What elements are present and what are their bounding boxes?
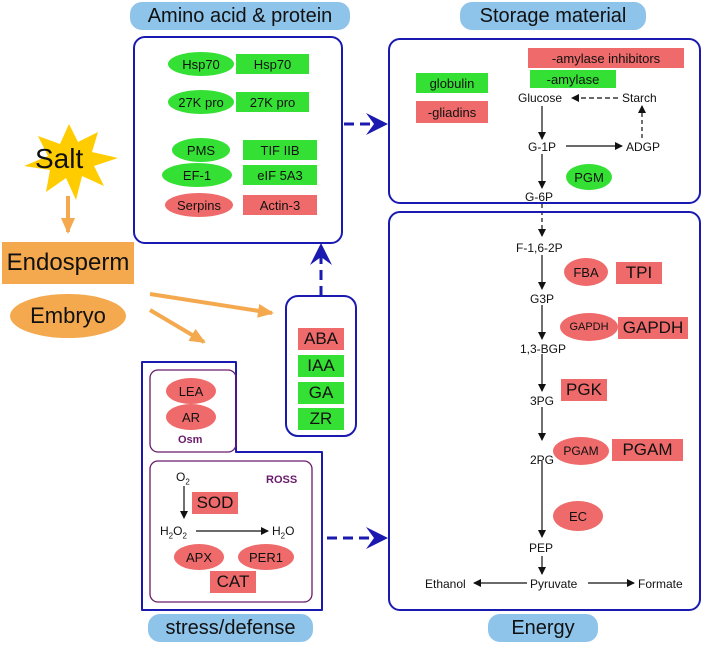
stress-defense-title: stress/defense bbox=[148, 614, 313, 642]
pgam-embryo-ellipse: PGAM bbox=[553, 437, 609, 465]
g1p-label: G-1P bbox=[528, 140, 557, 154]
tif-iib-box: TIF IIB bbox=[243, 140, 317, 160]
pyruvate-label: Pyruvate bbox=[530, 577, 578, 591]
hsp70-endosperm-box: Hsp70 bbox=[236, 54, 309, 74]
storage-material-panel bbox=[388, 38, 701, 204]
ec-ellipse: EC bbox=[553, 501, 603, 531]
gapdh-endosperm-box: GAPDH bbox=[618, 317, 688, 339]
pgm-ellipse: PGM bbox=[566, 164, 612, 190]
hsp70-embryo-ellipse: Hsp70 bbox=[168, 52, 234, 76]
cat-box: CAT bbox=[210, 571, 256, 593]
globulin-box: globulin bbox=[416, 73, 488, 93]
amino-acid-protein-panel bbox=[133, 36, 343, 244]
h2o-o: O bbox=[285, 524, 295, 538]
starch-label: Starch bbox=[622, 91, 657, 105]
stress-panel-outline bbox=[141, 361, 323, 611]
o2-letter: O bbox=[176, 470, 186, 484]
pgam-endosperm-box: PGAM bbox=[612, 439, 683, 461]
f16-2p-label: F-1,6-2P bbox=[516, 241, 563, 255]
ar-ellipse: AR bbox=[166, 404, 216, 430]
h2o2-h: H bbox=[160, 524, 169, 538]
o2-label: O2 bbox=[176, 470, 190, 486]
tpi-box: TPI bbox=[616, 262, 662, 284]
o2-subscript: 2 bbox=[185, 477, 190, 487]
pep-label: PEP bbox=[529, 541, 554, 555]
lea-ellipse: LEA bbox=[166, 378, 216, 404]
serpins-ellipse: Serpins bbox=[165, 193, 233, 217]
per1-ellipse: PER1 bbox=[238, 544, 294, 570]
energy-panel bbox=[388, 211, 701, 611]
h2o-label: H2O bbox=[272, 524, 294, 540]
embryo-to-hormone-arrow bbox=[149, 292, 274, 318]
g3p-label: G3P bbox=[530, 292, 555, 306]
eif-5a3-box: eIF 5A3 bbox=[243, 165, 317, 185]
ross-label: ROSS bbox=[266, 474, 298, 486]
osm-box bbox=[149, 369, 237, 453]
zr-box: ZR bbox=[298, 408, 344, 430]
actin3-box: Actin-3 bbox=[243, 195, 317, 215]
27k-pro-embryo-ellipse: 27K pro bbox=[168, 90, 234, 114]
h2o-h: H bbox=[272, 524, 281, 538]
gliadins-box: -gliadins bbox=[416, 101, 488, 123]
3pg-label: 3PG bbox=[530, 394, 555, 408]
fba-ellipse: FBA bbox=[564, 258, 608, 286]
h2o2-sub-1: 2 bbox=[168, 531, 174, 541]
embryo-to-stress-arrow bbox=[148, 308, 206, 344]
amino-acid-protein-title: Amino acid & protein bbox=[130, 2, 350, 30]
salt-burst-shape bbox=[24, 124, 118, 200]
apx-ellipse: APX bbox=[174, 544, 224, 570]
ross-box bbox=[149, 460, 313, 603]
endosperm-label: Endosperm bbox=[6, 249, 130, 276]
osm-label: Osm bbox=[178, 434, 203, 446]
g6p-label: G-6P bbox=[525, 190, 554, 204]
h2o2-label: H2O2 bbox=[160, 524, 187, 540]
gapdh-embryo-ellipse: GAPDH bbox=[560, 313, 618, 341]
formate-label: Formate bbox=[638, 577, 683, 591]
adgp-label: ADGP bbox=[626, 140, 661, 154]
embryo-label: Embryo bbox=[30, 303, 106, 328]
amylase-inhibitors-box: -amylase inhibitors bbox=[528, 48, 684, 68]
pgk-box: PGK bbox=[561, 379, 607, 401]
h2o2-sub-2: 2 bbox=[182, 531, 187, 541]
amylase-box: -amylase bbox=[530, 70, 616, 88]
embryo-ellipse: Embryo bbox=[10, 294, 126, 338]
13-bgp-label: 1,3-BGP bbox=[520, 342, 567, 356]
iaa-box: IAA bbox=[298, 355, 344, 377]
pms-ellipse: PMS bbox=[172, 138, 230, 162]
ga-box: GA bbox=[298, 382, 344, 404]
2pg-label: 2PG bbox=[530, 453, 555, 467]
glucose-label: Glucose bbox=[518, 91, 563, 105]
ethanol-label: Ethanol bbox=[425, 577, 466, 591]
storage-material-title: Storage material bbox=[460, 2, 646, 30]
h2o2-o: O bbox=[173, 524, 183, 538]
salt-label: Salt bbox=[35, 143, 84, 174]
h2o-sub: 2 bbox=[280, 531, 286, 541]
sod-box: SOD bbox=[192, 492, 238, 514]
energy-title: Energy bbox=[488, 614, 598, 642]
ef1-ellipse: EF-1 bbox=[162, 163, 232, 187]
aba-box: ABA bbox=[298, 328, 344, 350]
endosperm-box: Endosperm bbox=[2, 242, 134, 284]
27k-pro-endosperm-box: 27K pro bbox=[236, 92, 309, 112]
